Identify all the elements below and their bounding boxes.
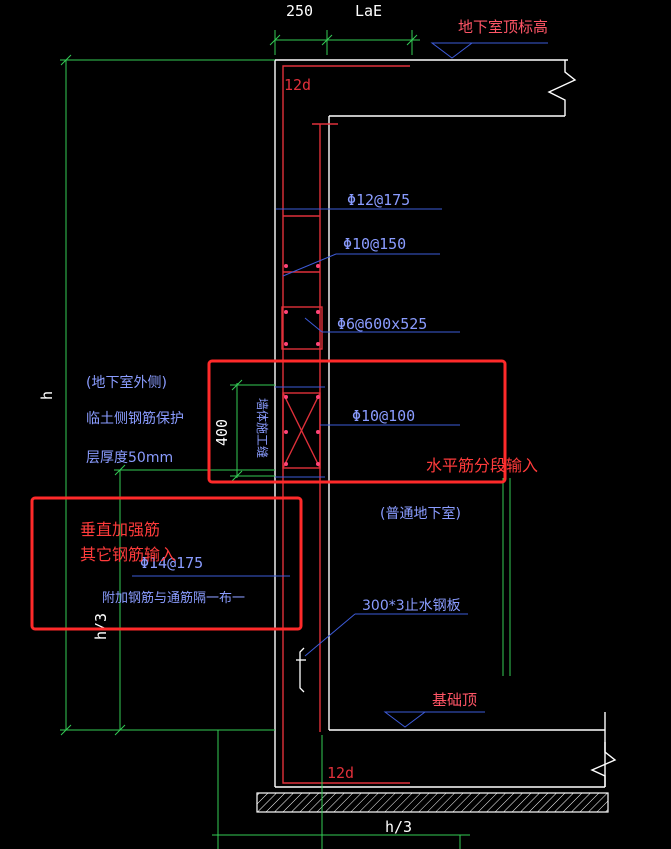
anchorage-bottom: 12d: [327, 764, 354, 782]
rebar-waterstop-zone-label: Φ10@100: [352, 407, 415, 425]
waterstop-plate-label: 300*3止水钢板: [362, 598, 461, 614]
callout-boxes: [30, 359, 507, 631]
inside-title: (普通地下室): [380, 505, 461, 522]
rebar-tie-label: Φ6@600x525: [337, 315, 427, 333]
elevation-foundation: 基础顶: [432, 691, 477, 709]
rebar-lines: [281, 65, 410, 784]
callout-left-line1: 垂直加强筋: [80, 520, 160, 539]
dim-height: h: [38, 391, 56, 400]
anchorage-top: 12d: [284, 76, 311, 94]
dim-top-right: LaE: [355, 2, 382, 20]
cover-note-line2: 层厚度50mm: [86, 450, 173, 466]
rebar-additional-label: Φ14@175: [140, 554, 203, 572]
waterstop-plate: [296, 647, 306, 693]
leader-lines: [132, 42, 548, 728]
foundation-slab: [256, 792, 609, 813]
additional-note: 附加钢筋与通筋隔一布一: [102, 590, 245, 606]
rebar-vertical-label: Φ10@150: [343, 235, 406, 253]
dim-waterstop-height: 400: [213, 419, 231, 446]
dim-top-left: 250: [286, 2, 313, 20]
outside-title: (地下室外侧): [86, 374, 167, 391]
callout-left-line2: 其它钢筋输入: [80, 545, 176, 564]
dim-bottom-width: h/3: [385, 818, 412, 836]
elevation-top: 地下室顶标高: [458, 18, 548, 36]
callout-right-text: 水平筋分段输入: [426, 456, 538, 475]
dim-lower-height: h/3: [92, 613, 110, 640]
cover-note-line1: 临土侧钢筋保护: [86, 410, 184, 427]
wall-outline: [274, 59, 617, 788]
waterstop-vertical-label: 墙体施工缝: [255, 398, 270, 458]
rebar-horizontal-label: Φ12@175: [347, 191, 410, 209]
rebar-dots: [284, 264, 320, 466]
dimension-lines: [60, 30, 511, 849]
